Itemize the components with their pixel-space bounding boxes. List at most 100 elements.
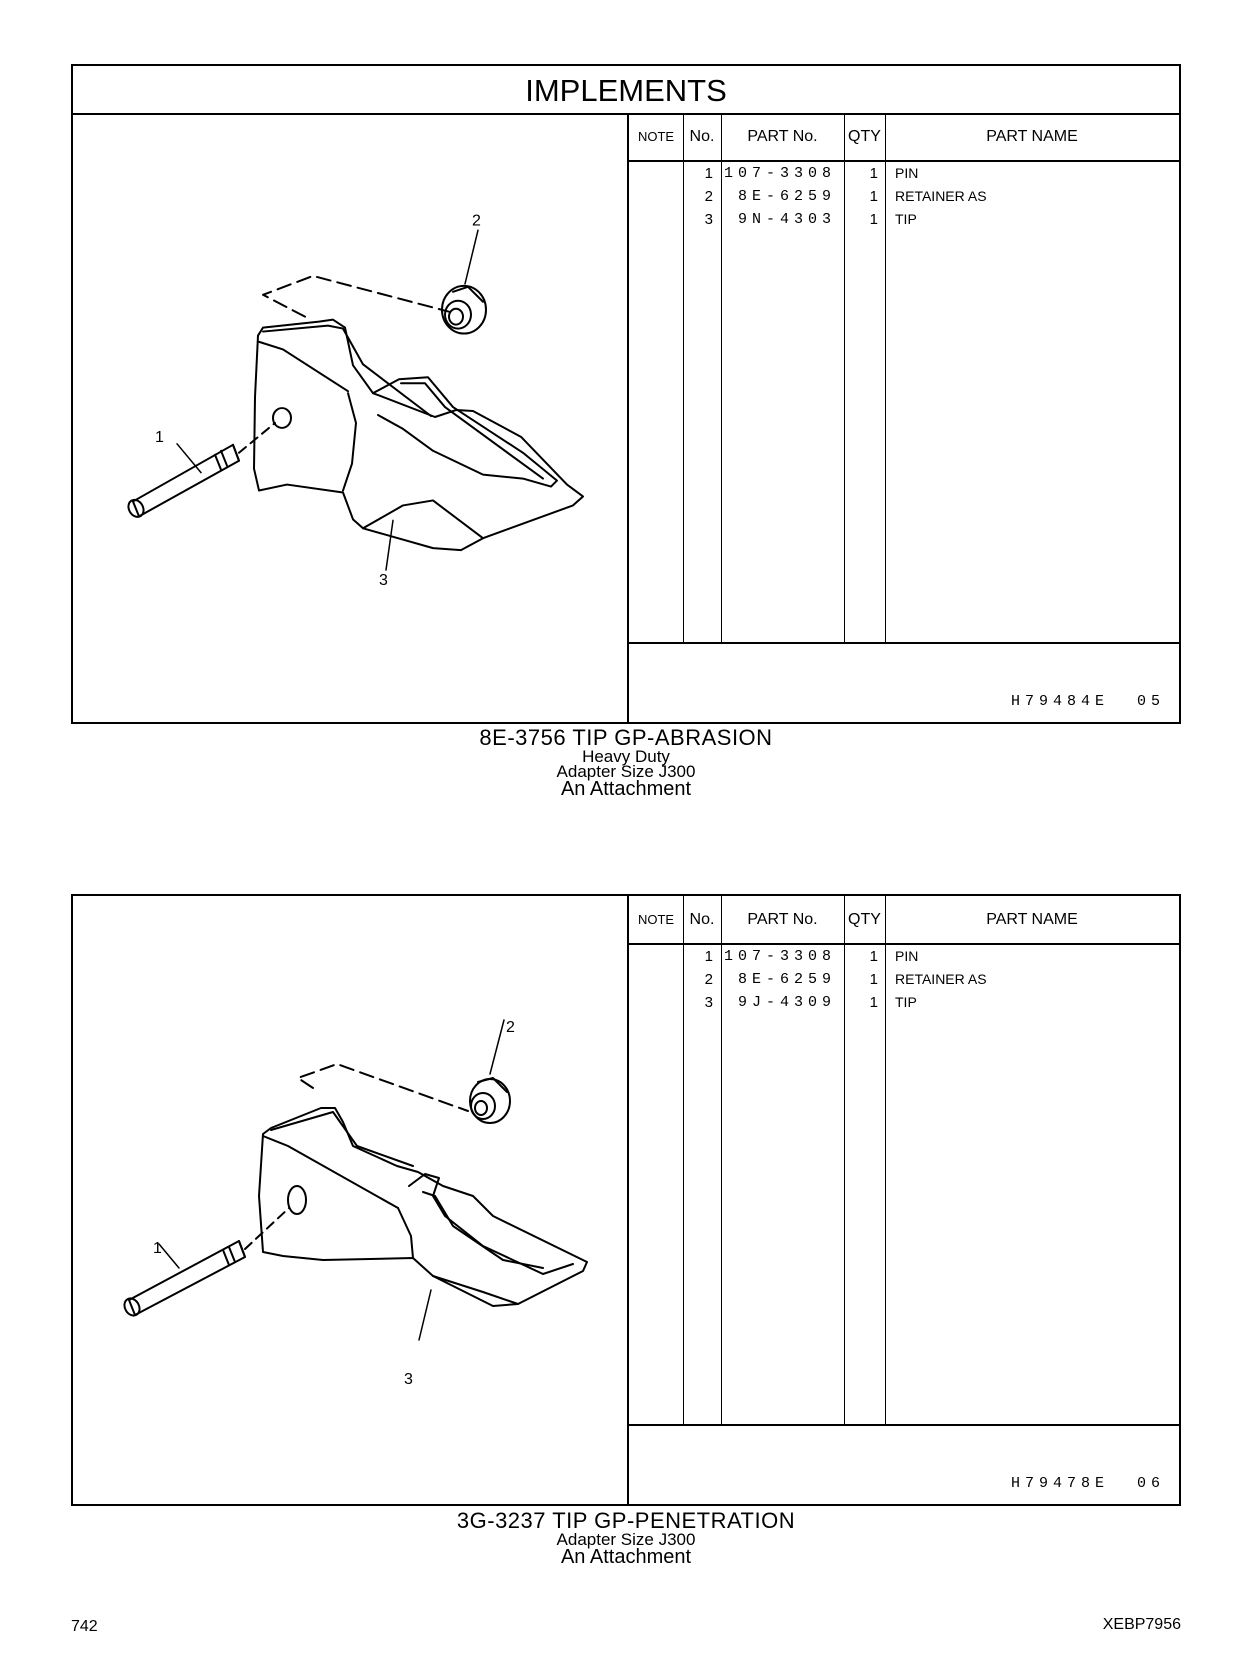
tip-abrasion-drawing: 2 1 3: [127, 212, 584, 589]
table-rows: 1 107-3308 1 PIN 2 8E-6259 1 RETAINER AS…: [629, 945, 1179, 1014]
tip-side-edge: [262, 1135, 399, 1209]
retainer-ring-inner: [444, 299, 472, 330]
row-qty: 1: [869, 188, 878, 205]
callout-2: 2: [472, 212, 481, 229]
table-footer: H79484E 05: [629, 642, 1179, 722]
parts-panel-penetration: 2 1 3 NOTE No. PART No. QTY PART NAME 1 …: [71, 894, 1181, 1506]
tip-top-ridge: [262, 324, 432, 418]
tip-bottom-edge: [362, 499, 484, 540]
table-footer: H79478E 06: [629, 1424, 1179, 1504]
pin-hole: [272, 407, 292, 429]
table-row: 1 107-3308 1 PIN: [629, 162, 1179, 185]
pin-guide-line: [238, 421, 276, 454]
tip-side-edge: [257, 340, 349, 393]
pin-outline: [128, 1240, 246, 1316]
row-part-no: 107-3308: [723, 165, 836, 182]
caption-title: 8E-3756 TIP GP-ABRASION: [479, 725, 773, 750]
row-part-name: TIP: [895, 994, 917, 1010]
leader-2: [464, 229, 479, 285]
header-qty: QTY: [848, 911, 881, 928]
row-part-no: 8E-6259: [737, 188, 836, 205]
pin-chamfer: [222, 1240, 246, 1266]
tip-side-fold: [342, 392, 357, 492]
document-id: XEBP7956: [1102, 1616, 1181, 1633]
retainer-ring-face: [452, 285, 484, 303]
header-qty: QTY: [848, 128, 881, 145]
retainer-ring-hole: [448, 307, 464, 326]
header-part-no: PART No.: [747, 911, 818, 928]
table-row: 2 8E-6259 1 RETAINER AS: [629, 968, 1179, 991]
tip-body-outline: [253, 318, 584, 552]
pin-end: [127, 498, 145, 518]
caption-line: Adapter Size J300: [556, 762, 696, 781]
row-part-name: PIN: [895, 165, 919, 181]
header-no: No.: [689, 911, 715, 928]
row-part-no: 8E-6259: [737, 971, 836, 988]
tip-groove: [408, 1173, 574, 1275]
caption-line: Adapter Size J300: [556, 1530, 696, 1549]
callout-1: 1: [153, 1240, 162, 1257]
header-part-name: PART NAME: [986, 911, 1078, 928]
callout-3: 3: [404, 1371, 413, 1388]
group-caption-penetration: 3G-3237 TIP GP-PENETRATION Adapter Size …: [71, 1508, 1181, 1568]
leader-1: [176, 443, 202, 474]
retainer-guide-line: [297, 1063, 469, 1112]
row-qty: 1: [869, 971, 878, 988]
tip-bottom-edge: [432, 1275, 519, 1305]
caption-title: 3G-3237 TIP GP-PENETRATION: [456, 1508, 796, 1533]
retainer-ring-face: [477, 1077, 508, 1093]
row-qty: 1: [869, 948, 878, 965]
row-no: 3: [704, 994, 713, 1011]
caption-line: Heavy Duty: [582, 747, 670, 766]
reference-code: H79484E 05: [1010, 693, 1165, 710]
row-part-name: RETAINER AS: [895, 188, 987, 204]
tip-body-outline: [258, 1107, 588, 1307]
row-no: 2: [704, 188, 713, 205]
caption-line: An Attachment: [560, 778, 692, 800]
page-number: 742: [71, 1618, 98, 1635]
row-part-name: PIN: [895, 948, 919, 964]
tip-groove-inner: [400, 382, 544, 480]
retainer-ring-hole: [474, 1100, 488, 1116]
group-caption-abrasion: 8E-3756 TIP GP-ABRASION Heavy Duty Adapt…: [71, 725, 1181, 800]
retainer-ring-inner: [470, 1092, 496, 1120]
row-part-name: RETAINER AS: [895, 971, 987, 987]
row-no: 1: [704, 948, 713, 965]
parts-table: NOTE No. PART No. QTY PART NAME 1 107-33…: [627, 896, 1179, 1504]
callout-2: 2: [506, 1019, 515, 1036]
callout-3: 3: [379, 572, 388, 589]
parts-panel-abrasion: IMPLEMENTS: [71, 64, 1181, 724]
parts-table: NOTE No. PART No. QTY PART NAME 1 107-33…: [627, 113, 1179, 722]
table-row: 2 8E-6259 1 RETAINER AS: [629, 185, 1179, 208]
tip-top-ridge: [270, 1111, 414, 1167]
row-part-no: 9J-4309: [737, 994, 836, 1011]
row-part-no: 9N-4303: [737, 211, 836, 228]
tip-penetration-drawing: 2 1 3: [123, 1019, 588, 1388]
table-rows: 1 107-3308 1 PIN 2 8E-6259 1 RETAINER AS…: [629, 162, 1179, 231]
table-header: NOTE No. PART No. QTY PART NAME: [629, 113, 1179, 162]
exploded-view-figure: 2 1 3: [73, 113, 627, 722]
row-no: 2: [704, 971, 713, 988]
leader-3: [418, 1289, 432, 1341]
row-part-no: 107-3308: [723, 948, 836, 965]
leader-1: [158, 1243, 180, 1269]
header-note: NOTE: [637, 129, 675, 144]
header-part-name: PART NAME: [986, 128, 1078, 145]
table-row: 3 9N-4303 1 TIP: [629, 208, 1179, 231]
row-no: 3: [704, 211, 713, 228]
tip-groove: [372, 376, 558, 488]
section-title: IMPLEMENTS: [73, 66, 1179, 115]
header-note: NOTE: [637, 912, 675, 927]
callout-1: 1: [155, 429, 164, 446]
exploded-view-figure: 2 1 3: [73, 896, 627, 1504]
table-row: 1 107-3308 1 PIN: [629, 945, 1179, 968]
row-no: 1: [704, 165, 713, 182]
row-part-name: TIP: [895, 211, 917, 227]
row-qty: 1: [869, 165, 878, 182]
table-header: NOTE No. PART No. QTY PART NAME: [629, 896, 1179, 945]
table-row: 3 9J-4309 1 TIP: [629, 991, 1179, 1014]
leader-2: [489, 1019, 505, 1075]
row-qty: 1: [869, 994, 878, 1011]
header-no: No.: [689, 128, 715, 145]
leader-3: [385, 519, 394, 571]
